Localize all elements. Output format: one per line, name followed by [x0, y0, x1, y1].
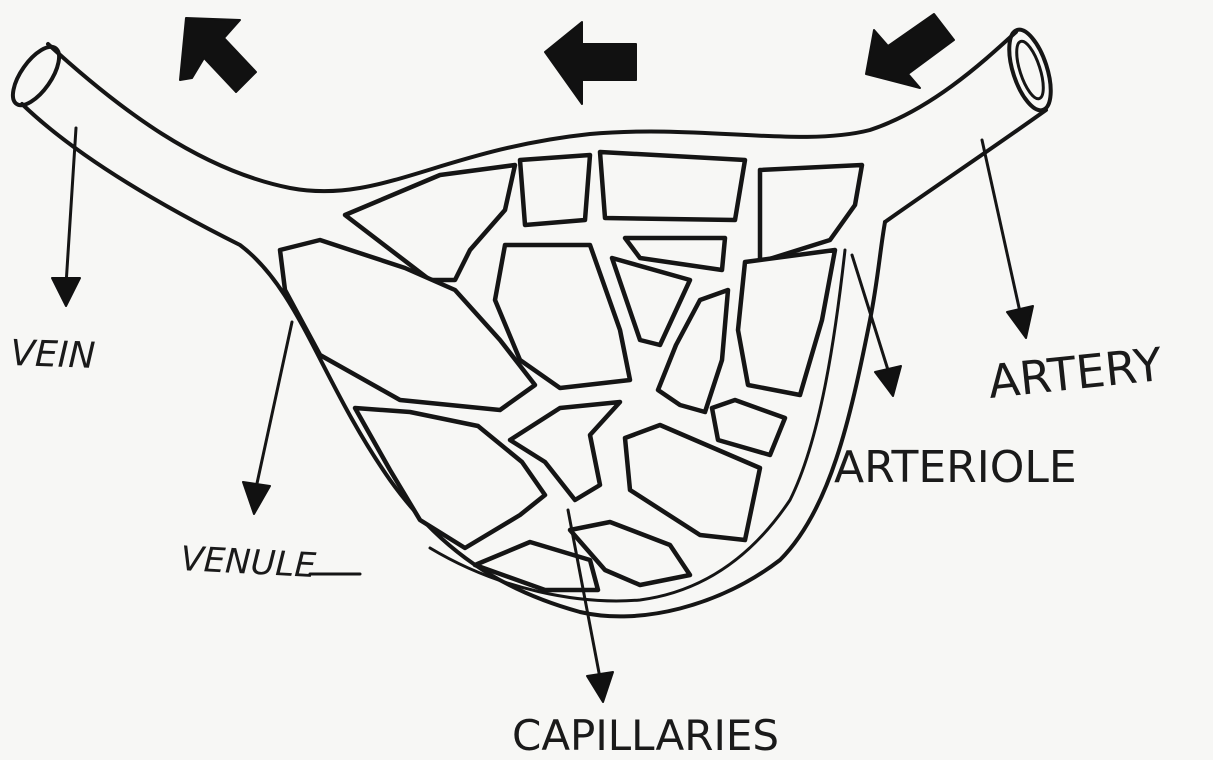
label-vein: VEIN — [10, 333, 96, 377]
label-venule: VENULE — [180, 539, 318, 586]
label-capillaries: CAPILLARIES — [512, 711, 779, 760]
flow-arrow-left-icon — [545, 22, 636, 104]
flow-arrow-down-left-icon — [866, 14, 954, 88]
label-arteriole: ARTERIOLE — [834, 442, 1077, 493]
flow-arrow-up-left-icon — [180, 18, 256, 92]
pointer-venule — [243, 322, 292, 514]
label-artery: ARTERY — [986, 337, 1166, 409]
pointer-vein — [52, 128, 80, 306]
vein-opening — [4, 40, 68, 113]
pointer-artery — [982, 140, 1033, 338]
